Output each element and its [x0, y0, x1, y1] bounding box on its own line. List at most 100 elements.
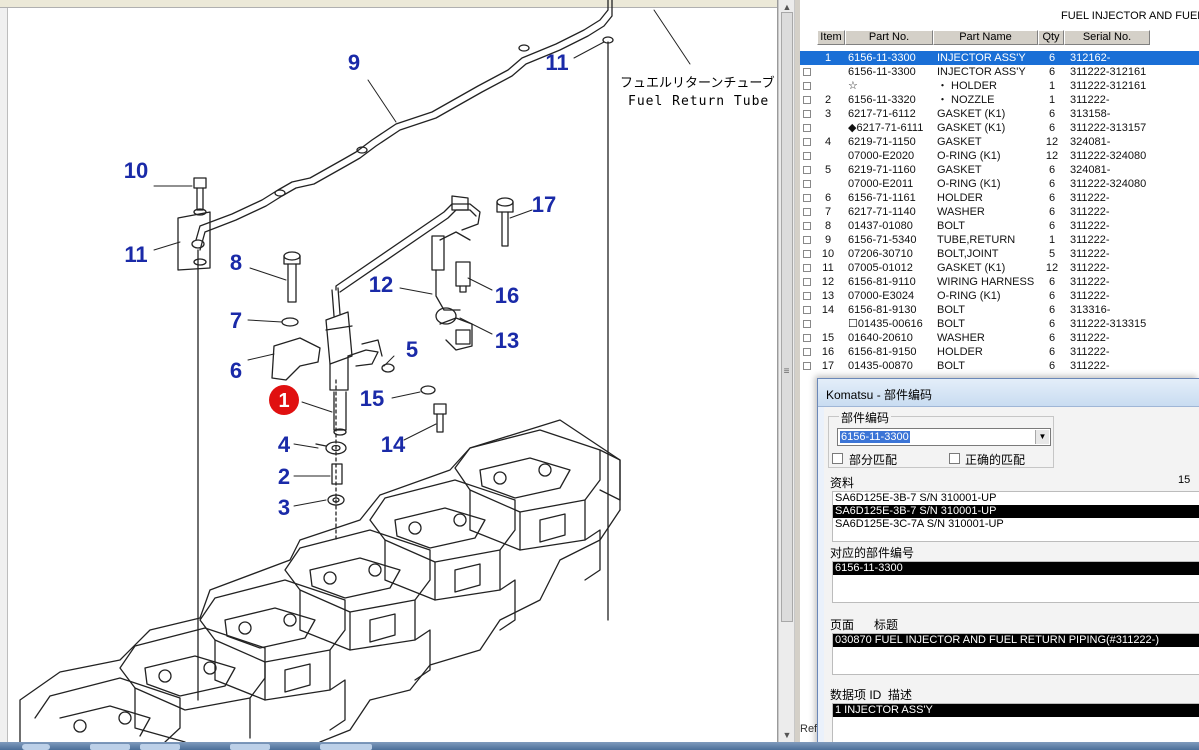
exploded-view-drawing[interactable]: 1 4 2 3 5 6 7 8 9 10 11 11 12 13 14 15 1…: [0, 0, 778, 742]
column-header-part-no[interactable]: Part No.: [845, 30, 933, 45]
list-item[interactable]: 6156-11-3300: [833, 562, 1199, 575]
diagram-pane[interactable]: 1 4 2 3 5 6 7 8 9 10 11 11 12 13 14 15 1…: [0, 0, 778, 742]
taskbar-button[interactable]: [90, 744, 130, 750]
callout-11-left[interactable]: 11: [124, 242, 147, 267]
pane-splitter[interactable]: [795, 0, 800, 742]
scroll-up-arrow-icon[interactable]: ▲: [782, 2, 792, 12]
callout-16[interactable]: 16: [495, 283, 519, 308]
callout-7[interactable]: 7: [230, 308, 242, 333]
taskbar-button[interactable]: [320, 744, 372, 750]
callout-13[interactable]: 13: [495, 328, 519, 353]
row-checkbox[interactable]: [803, 166, 811, 174]
exact-match-checkbox[interactable]: [949, 453, 960, 464]
row-checkbox[interactable]: [803, 264, 811, 272]
cell-part-no: 07000-E2011: [848, 178, 914, 190]
row-checkbox[interactable]: [803, 292, 811, 300]
row-checkbox[interactable]: [803, 236, 811, 244]
callout-3[interactable]: 3: [278, 495, 290, 520]
scroll-down-arrow-icon[interactable]: ▼: [782, 730, 792, 740]
row-checkbox[interactable]: [803, 82, 811, 90]
fuel-return-tube-jp-label: フュエルリターンチューブ: [620, 75, 775, 91]
row-checkbox[interactable]: [803, 222, 811, 230]
callout-5[interactable]: 5: [406, 337, 418, 362]
row-checkbox[interactable]: [803, 68, 811, 76]
start-button[interactable]: [22, 744, 50, 750]
partial-match-checkbox[interactable]: [832, 453, 843, 464]
list-item[interactable]: SA6D125E-3C-7A S/N 310001-UP: [835, 518, 1004, 530]
splitter-grip-icon[interactable]: ≡: [783, 366, 790, 377]
row-checkbox[interactable]: [803, 138, 811, 146]
selected-item-badge[interactable]: [269, 385, 299, 415]
corresponding-part-listbox[interactable]: 6156-11-3300: [832, 561, 1199, 603]
row-checkbox[interactable]: [803, 348, 811, 356]
taskbar-button[interactable]: [140, 744, 180, 750]
callout-9[interactable]: 9: [348, 50, 360, 75]
row-checkbox[interactable]: [803, 320, 811, 328]
row-checkbox[interactable]: [803, 278, 811, 286]
row-checkbox[interactable]: [803, 96, 811, 104]
row-checkbox[interactable]: [803, 306, 811, 314]
page-listbox[interactable]: 030870 FUEL INJECTOR AND FUEL RETURN PIP…: [832, 633, 1199, 675]
diagram-vertical-scrollbar[interactable]: ▲ ▼: [778, 0, 795, 742]
row-checkbox[interactable]: [803, 152, 811, 160]
taskbar-button[interactable]: [230, 744, 270, 750]
row-checkbox[interactable]: [803, 362, 811, 370]
list-item[interactable]: 1 INJECTOR ASS'Y: [833, 704, 1199, 717]
row-checkbox[interactable]: [803, 124, 811, 132]
part-code-value[interactable]: 6156-11-3300: [840, 431, 910, 443]
row-checkbox[interactable]: [803, 110, 811, 118]
row-checkbox[interactable]: [803, 180, 811, 188]
callout-14[interactable]: 14: [381, 432, 406, 457]
callout-11-right[interactable]: 11: [545, 50, 568, 75]
row-checkbox[interactable]: [803, 334, 811, 342]
row-checkbox[interactable]: [803, 208, 811, 216]
list-item[interactable]: SA6D125E-3B-7 S/N 310001-UP: [833, 505, 1199, 518]
column-header-item[interactable]: Item: [817, 30, 845, 45]
column-header-qty[interactable]: Qty: [1038, 30, 1064, 45]
column-header-serial-no[interactable]: Serial No.: [1064, 30, 1150, 45]
dialog-titlebar[interactable]: Komatsu - 部件编码: [818, 379, 1199, 407]
scroll-thumb[interactable]: [781, 12, 793, 622]
part-code-combobox[interactable]: 6156-11-3300 ▼: [837, 428, 1051, 446]
callout-17[interactable]: 17: [532, 192, 556, 217]
chevron-down-icon[interactable]: ▼: [1035, 430, 1049, 444]
callout-4[interactable]: 4: [278, 432, 291, 457]
callout-10[interactable]: 10: [124, 158, 148, 183]
wiring-harness: [335, 195, 481, 311]
column-header-part-name[interactable]: Part Name: [933, 30, 1038, 45]
callout-15[interactable]: 15: [360, 386, 384, 411]
list-item[interactable]: 030870 FUEL INJECTOR AND FUEL RETURN PIP…: [833, 634, 1199, 647]
callout-12[interactable]: 12: [369, 272, 393, 297]
callout-2[interactable]: 2: [278, 464, 290, 489]
row-checkbox[interactable]: [803, 194, 811, 202]
callout-6[interactable]: 6: [230, 358, 242, 383]
callout-8[interactable]: 8: [230, 250, 242, 275]
row-checkbox[interactable]: [803, 250, 811, 258]
holder-6: [271, 337, 321, 381]
list-item[interactable]: SA6D125E-3B-7 S/N 310001-UP: [835, 492, 997, 504]
